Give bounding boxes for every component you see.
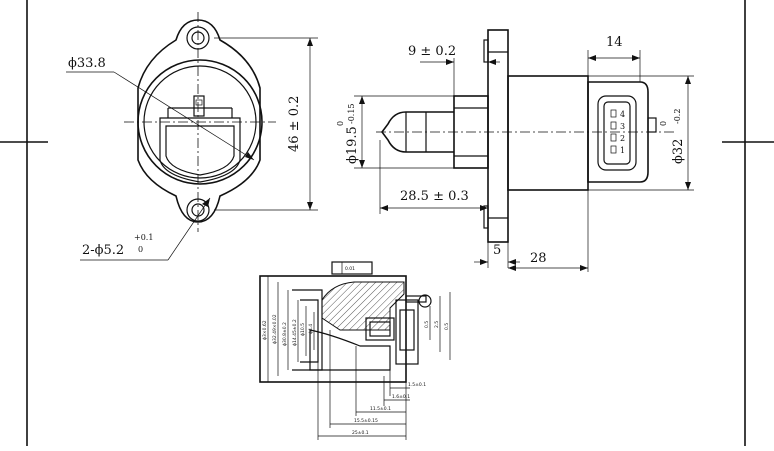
hole-tolerance-lower: 0: [138, 245, 143, 254]
body-diameter-dimension: ϕ32: [671, 139, 686, 164]
section-label: ϕ14.45±0.2: [292, 319, 298, 346]
hole-label: 2-ϕ5.2: [82, 243, 124, 258]
section-label: ϕ32.49×0.02: [272, 314, 278, 344]
section-label: 0.5: [424, 321, 430, 328]
pin-label: 2: [620, 134, 625, 143]
section-label: 0.5: [444, 323, 450, 330]
section-label: ϕ3×0.62: [262, 320, 268, 340]
flange-offset-dimension: 9 ± 0.2: [408, 44, 456, 59]
section-label: ϕ30.8±0.2: [282, 322, 288, 346]
diameter-label: ϕ33.8: [68, 56, 106, 71]
section-label: 2.5: [434, 321, 440, 328]
plunger-diameter-lower: -0.15: [347, 103, 356, 124]
body-diameter-lower: -0.2: [673, 109, 682, 124]
side-view: 4 3 2 1 9 ± 0.2 14 ϕ3: [336, 29, 694, 272]
plunger-diameter-dimension: ϕ19.5: [345, 126, 360, 164]
section-label: ϕ4.4: [308, 324, 314, 334]
height-dimension: 46 ± 0.2: [287, 96, 302, 152]
hole-tolerance-upper: +0.1: [134, 233, 153, 242]
section-label: 15.5±0.15: [354, 418, 378, 424]
body-diameter-upper: 0: [659, 121, 668, 126]
section-label: 0.01: [345, 266, 355, 272]
section-label: ϕ10.5: [300, 323, 306, 336]
section-label: 11.5±0.1: [370, 406, 391, 412]
section-view: 0.01 ϕ3×0.62 ϕ32.49×0.02 ϕ30.8±0.2 ϕ14.4…: [259, 261, 451, 440]
connector-width-dimension: 14: [606, 35, 623, 50]
plunger-length-dimension: 28.5 ± 0.3: [400, 189, 469, 204]
section-label: 1.5±0.1: [408, 382, 426, 388]
pin-label: 3: [620, 122, 625, 131]
plunger-diameter-upper: 0: [336, 121, 345, 126]
section-label: 25±0.1: [352, 430, 369, 436]
overall-length-dimension: 28: [530, 251, 547, 266]
pin-label: 4: [620, 110, 625, 119]
pin-label: 1: [620, 146, 625, 155]
section-label: 1.6±0.1: [392, 394, 410, 400]
front-view: 46 ± 0.2 ϕ33.8 2-ϕ5.2 +0.1 0: [66, 12, 318, 261]
flange-thickness-dimension: 5: [493, 243, 501, 258]
